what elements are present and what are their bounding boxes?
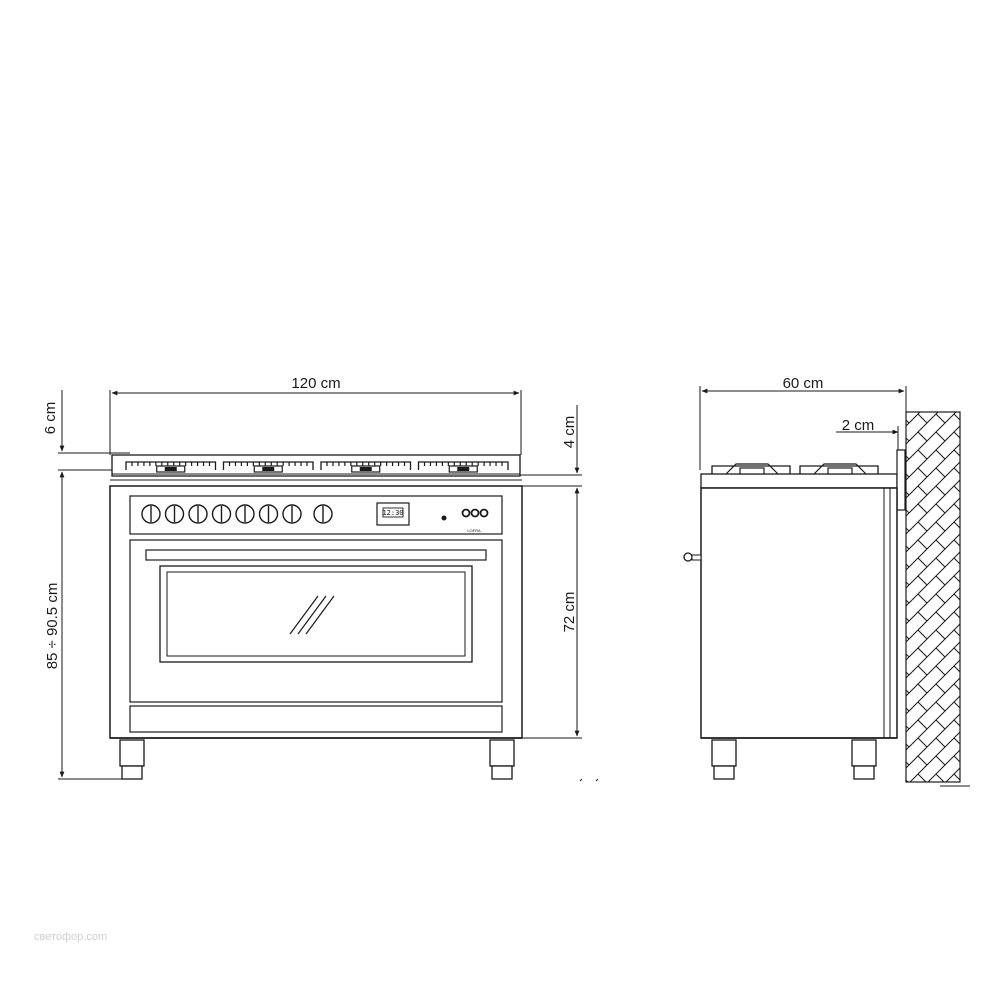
- indicator-light: [441, 515, 447, 521]
- backguard: [896, 449, 906, 511]
- control-buttons: [461, 508, 489, 518]
- height-range-dimension: 85 ÷ 90.5 cm: [44, 471, 122, 780]
- height-range-label: 85 ÷ 90.5 cm: [44, 583, 61, 670]
- width-label: 120 cm: [291, 375, 340, 392]
- clock-display: 12:30: [376, 502, 410, 526]
- front-burner-grate: [125, 461, 217, 473]
- front-burner-grate: [222, 461, 314, 473]
- control-knob: [258, 504, 279, 524]
- control-knob: [282, 504, 302, 524]
- glass-reflection-marks: [289, 595, 335, 635]
- control-knob: [188, 504, 208, 524]
- front-view: 120 cm 6 cm 4 cm 85 ÷ 90.5 cm 72 cm: [42, 375, 582, 780]
- width-dimension: 120 cm: [109, 375, 522, 455]
- brand-logo: LOFRA: [467, 528, 481, 533]
- side-body: [700, 487, 898, 739]
- side-feet: [711, 739, 877, 780]
- control-knob: [313, 504, 333, 524]
- front-burner-grate: [320, 461, 412, 473]
- front-burner-grates: [125, 461, 509, 473]
- control-knob: [164, 504, 185, 524]
- storage-drawer: [129, 705, 503, 733]
- front-burner-grate: [417, 461, 509, 473]
- clock-readout: 12:30: [382, 509, 403, 517]
- hob-thickness-dimension: 4 cm: [520, 405, 582, 487]
- side-hob-plate: [700, 473, 898, 489]
- side-burner-grates: [711, 463, 879, 475]
- hob-thickness-label: 4 cm: [561, 416, 578, 449]
- body-height-dimension: 72 cm: [522, 487, 582, 739]
- side-knob: [683, 552, 702, 562]
- side-burner-grate: [711, 463, 791, 475]
- top-height-label: 6 cm: [42, 402, 59, 435]
- control-knobs: [141, 504, 333, 524]
- front-feet: [119, 739, 515, 780]
- control-knob: [235, 504, 255, 524]
- body-height-label: 72 cm: [561, 592, 578, 633]
- depth-label: 60 cm: [783, 375, 824, 392]
- door-handle: [145, 549, 487, 561]
- side-burner-grate: [799, 463, 879, 475]
- side-view: 60 cm 2 cm: [683, 375, 970, 787]
- wall-gap-dimension: 2 cm: [836, 417, 899, 470]
- control-knob: [141, 504, 161, 524]
- watermark: светофор.com: [34, 931, 107, 943]
- hob-plate: [111, 454, 521, 477]
- stray-marks: [579, 778, 599, 782]
- door-window-inner: [166, 571, 466, 657]
- depth-dimension: 60 cm: [699, 375, 907, 470]
- control-knob: [211, 504, 232, 524]
- top-height-dimension: 6 cm: [42, 390, 130, 471]
- wall-hatched: [905, 411, 961, 783]
- wall-gap-label: 2 cm: [842, 417, 875, 434]
